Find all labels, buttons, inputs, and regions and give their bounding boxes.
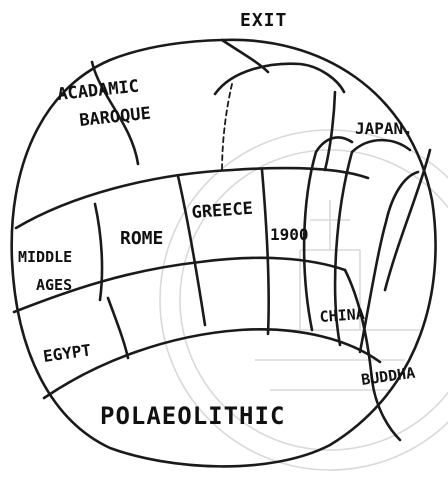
- label-ages: AGES: [36, 276, 72, 294]
- label-china: CHINA: [319, 305, 365, 326]
- label-buddha: BUDDHA: [360, 364, 416, 389]
- lower-ring: [44, 329, 380, 398]
- label-baroque: BAROQUE: [78, 104, 151, 131]
- exit-corridor-dashed: [222, 84, 232, 172]
- label-rome: ROME: [120, 228, 163, 249]
- divider-greece-1900: [262, 170, 269, 334]
- divider-middle-ages-rome: [95, 204, 102, 300]
- japan-arc-3: [360, 172, 418, 352]
- divider-rome-greece: [178, 176, 205, 325]
- label-palaeolithic: POLAEOLITHIC: [100, 402, 285, 430]
- label-japan: JAPAN.: [355, 119, 413, 138]
- japan-arc-2: [304, 137, 352, 330]
- exit-corridor-right: [325, 92, 335, 170]
- label-academic: ACADAMIC: [56, 77, 140, 105]
- label-egypt: EGYPT: [42, 340, 92, 366]
- label-greece: GREECE: [191, 199, 254, 223]
- lower-ring-right: [345, 270, 400, 440]
- divider-egypt-middle: [108, 298, 128, 358]
- label-1900: 1900: [270, 225, 309, 244]
- label-middle: MIDDLE: [18, 248, 72, 266]
- label-exit: EXIT: [240, 10, 287, 31]
- exit-corridor-top: [215, 64, 344, 94]
